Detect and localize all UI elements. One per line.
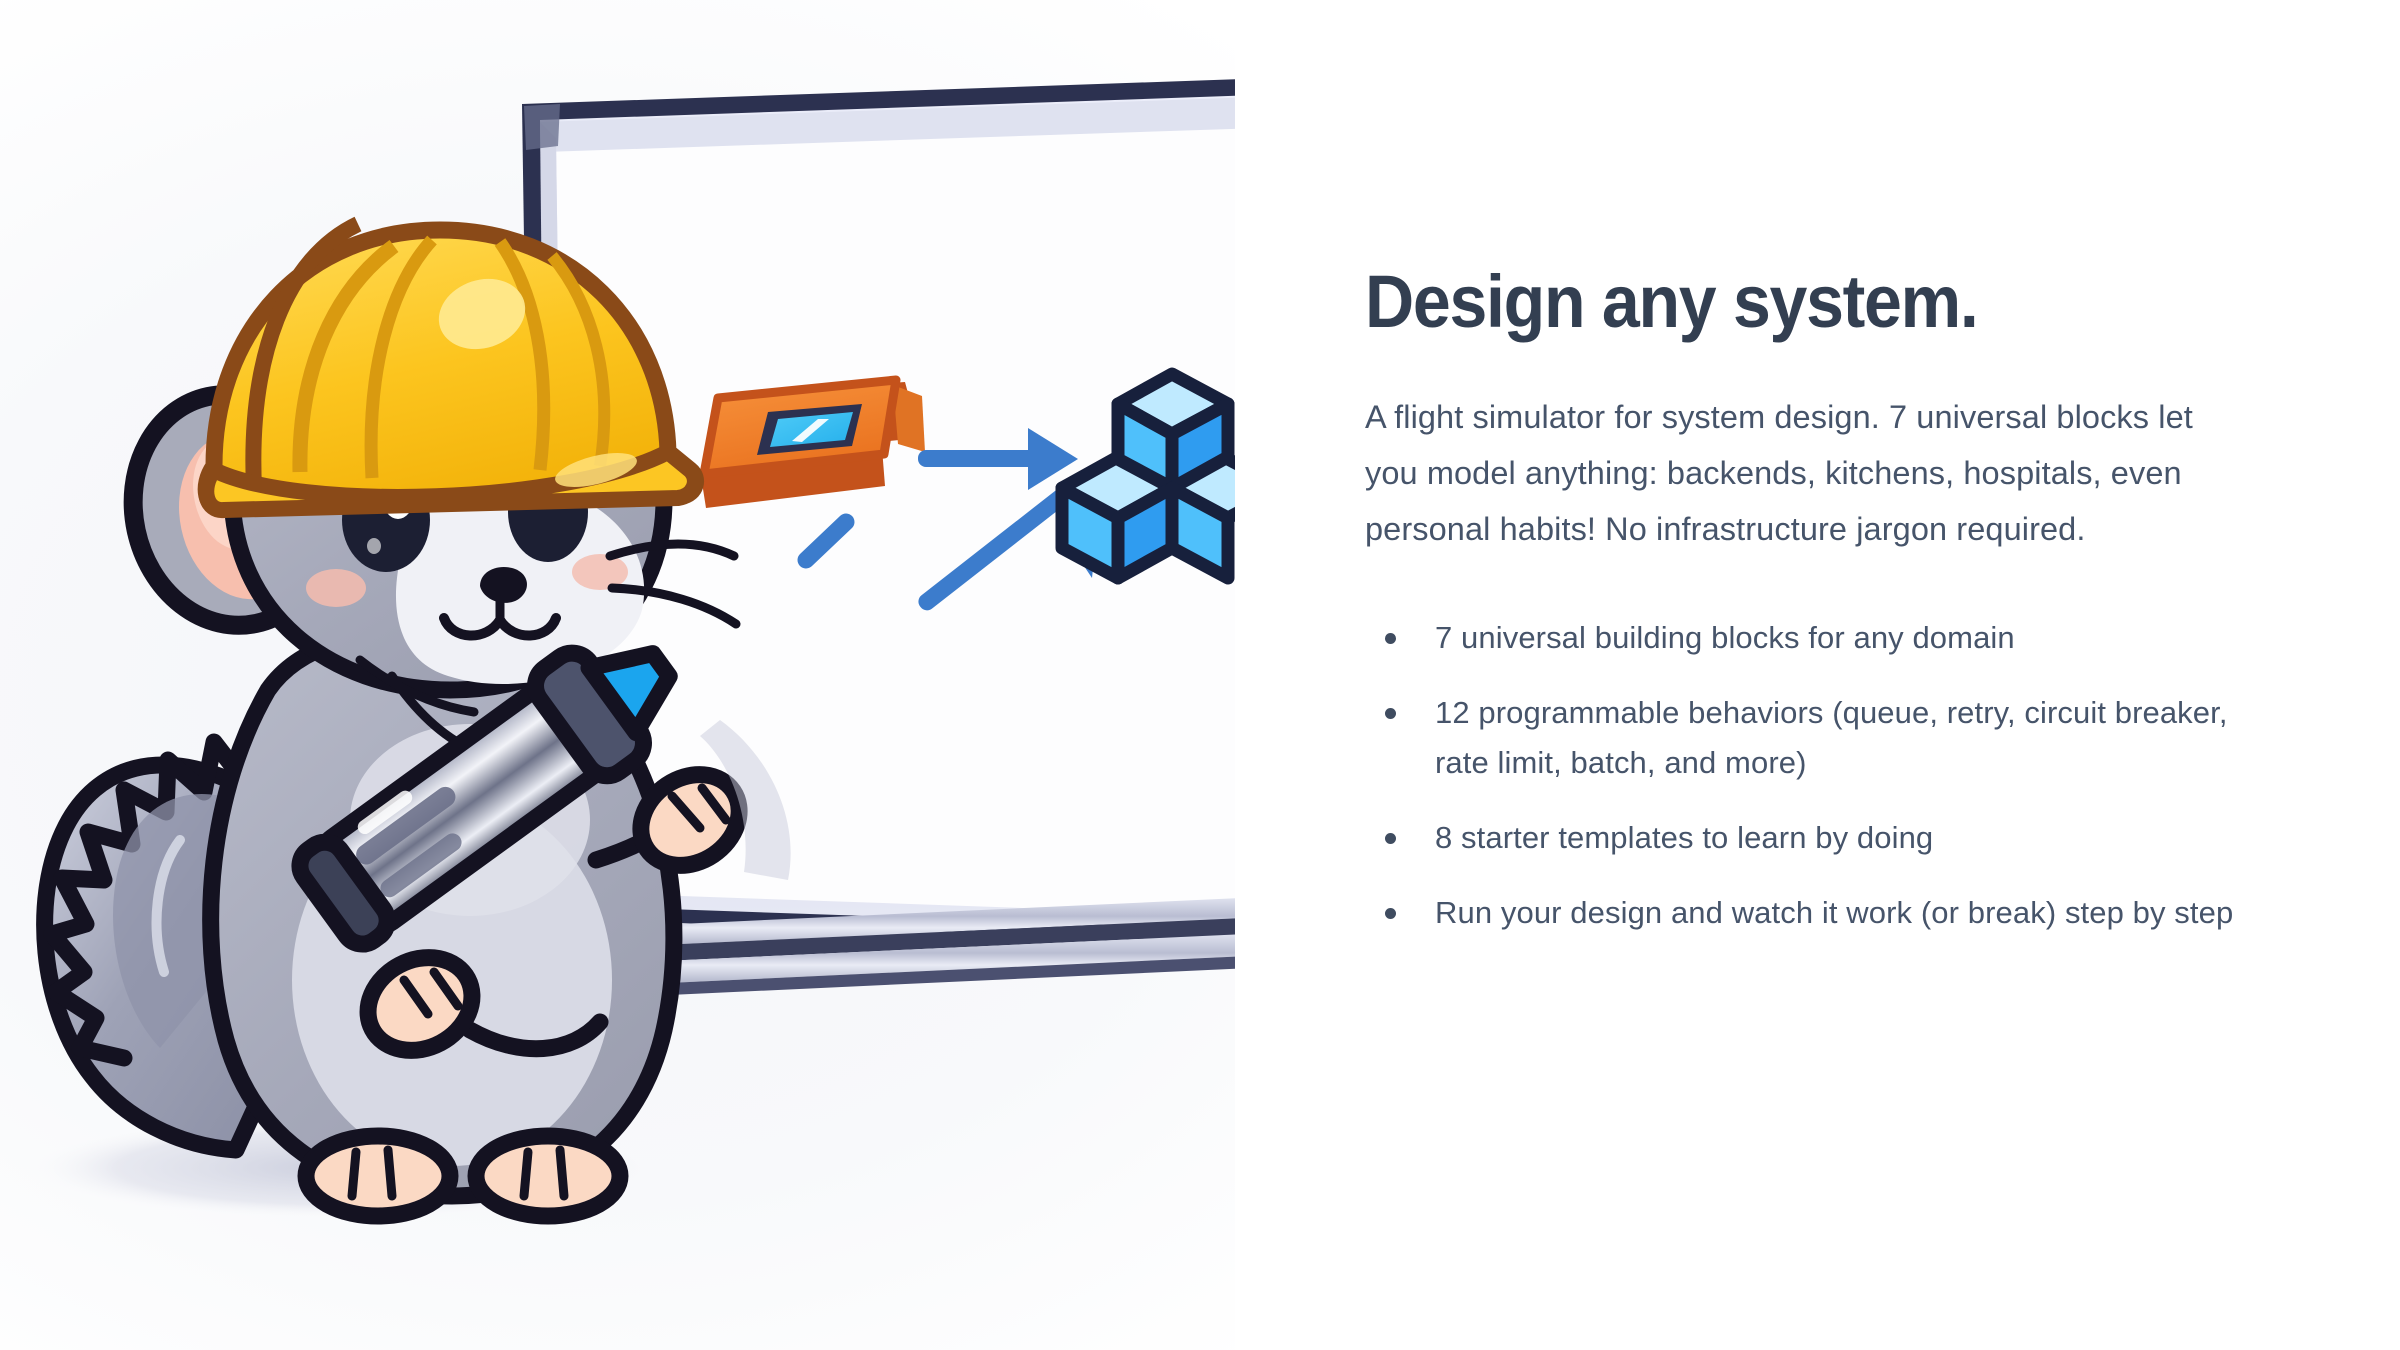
- list-item: Run your design and watch it work (or br…: [1365, 888, 2250, 938]
- illustration-panel: [0, 0, 1235, 1350]
- marker-cast-shadow: [700, 720, 791, 880]
- chinchilla-whiteboard-illustration: [20, 79, 1235, 1225]
- mascot-arm-lower: [461, 1013, 609, 1058]
- hero-text-panel: Design any system. A flight simulator fo…: [1235, 0, 2400, 1350]
- list-item: 12 programmable behaviors (queue, retry,…: [1365, 688, 2250, 788]
- list-item: 8 starter templates to learn by doing: [1365, 813, 2250, 863]
- marker-ink-stroke: [797, 513, 855, 569]
- mascot-nose-mouth: [439, 566, 561, 641]
- blue-cube-cluster: [1055, 367, 1235, 585]
- mascot-feet: [297, 1127, 629, 1225]
- list-item: 7 universal building blocks for any doma…: [1365, 613, 2250, 663]
- list-item-label: 8 starter templates to learn by doing: [1435, 820, 1934, 856]
- whiteboard-marker-tray: [636, 898, 1235, 996]
- bullet-icon: [1385, 632, 1396, 644]
- list-item-label: Run your design and watch it work (or br…: [1435, 895, 2234, 931]
- mascot-blush-right: [572, 554, 628, 590]
- mascot-blush-left: [306, 569, 366, 607]
- arrow-right-icon: [918, 428, 1078, 490]
- page-title: Design any system.: [1365, 260, 1979, 343]
- orange-stacked-card-icon: [699, 375, 925, 508]
- bullet-icon: [1385, 833, 1396, 845]
- bullet-icon: [1385, 908, 1396, 920]
- yellow-hard-hat: [197, 216, 704, 518]
- mascot-whiskers: [355, 539, 741, 755]
- whiteboard-marker: [291, 644, 678, 953]
- feature-list: 7 universal building blocks for any doma…: [1365, 613, 2250, 939]
- mascot-paw-upper: [632, 766, 748, 874]
- mascot-paw-lower: [359, 949, 481, 1059]
- hero-description: A flight simulator for system design. 7 …: [1365, 398, 2193, 547]
- chinchilla-mascot: [36, 216, 791, 1225]
- list-item-label: 12 programmable behaviors (queue, retry,…: [1435, 694, 2228, 781]
- list-item-label: 7 universal building blocks for any doma…: [1435, 619, 2015, 655]
- bullet-icon: [1385, 707, 1396, 719]
